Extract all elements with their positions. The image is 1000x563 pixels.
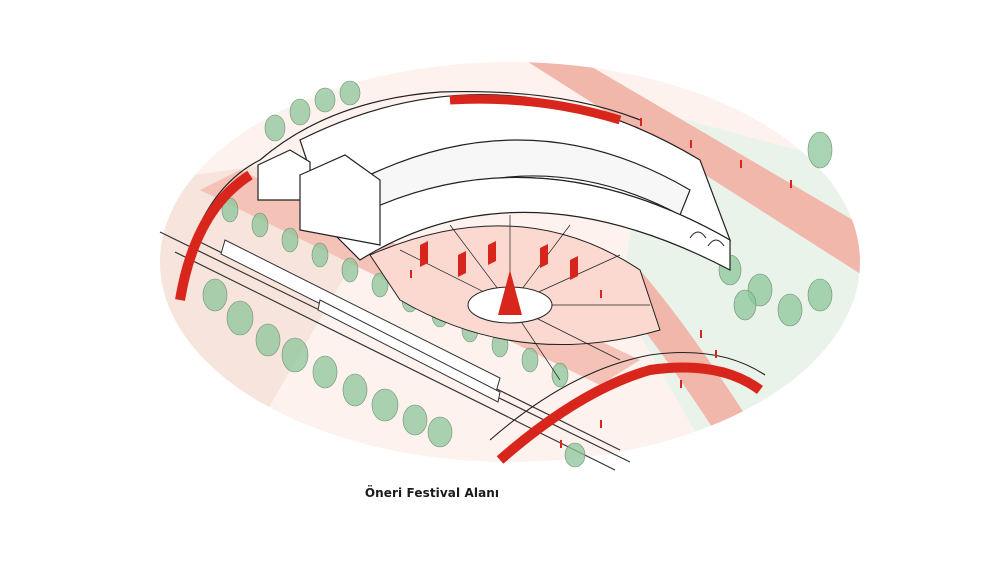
station-building: [257, 149, 381, 246]
elevated-walkway: [175, 90, 766, 464]
red-banners: [420, 241, 578, 280]
visitors: [410, 118, 792, 448]
train-cars: [220, 239, 501, 403]
roundhouse-front-wall: [329, 176, 731, 271]
caption-label: Öneri Festival Alanı: [364, 486, 500, 500]
red-cone-sculpture: [498, 270, 522, 315]
turntable-plaza: [369, 215, 661, 381]
roundhouse: [299, 94, 732, 271]
